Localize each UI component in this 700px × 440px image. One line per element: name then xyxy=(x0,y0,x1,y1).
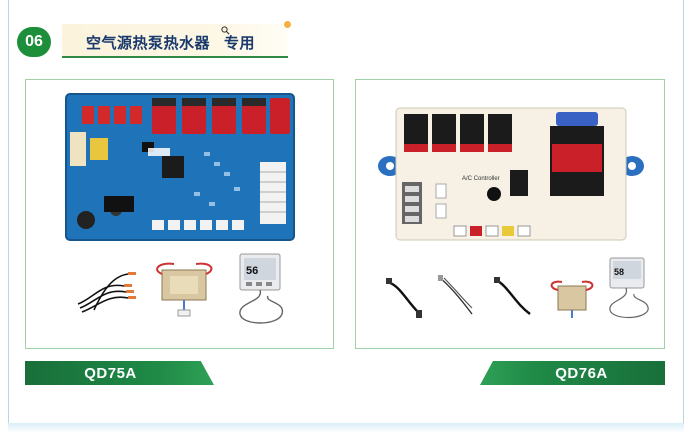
search-icon xyxy=(221,26,230,35)
sensor-cable-icon-2 xyxy=(438,275,473,315)
transformer-icon xyxy=(156,262,213,317)
sensor-cable-icon-3 xyxy=(494,277,531,315)
product-card-qd75a: 56 xyxy=(25,79,334,349)
section-title-suffix: 专用 xyxy=(224,34,256,52)
section-number: 06 xyxy=(25,33,43,50)
model-banner-qd76a: QD76A xyxy=(480,361,665,385)
svg-text:58: 58 xyxy=(614,267,624,277)
section-title-main: 空气源热泵热水器 xyxy=(86,34,211,52)
wire-harness-icon xyxy=(77,272,136,313)
bottom-divider xyxy=(8,423,684,433)
circuit-board-qd76a: A/C Controller xyxy=(378,107,644,241)
model-name: QD75A xyxy=(84,364,137,382)
section-title-box xyxy=(62,24,288,58)
section-title: 空气源热泵热水器专用 xyxy=(86,32,255,53)
section-number-badge: 06 xyxy=(17,27,51,57)
wall-controller-icon: 56 xyxy=(239,253,284,324)
board-label: A/C Controller xyxy=(462,176,500,182)
model-name: QD76A xyxy=(555,364,608,382)
svg-text:56: 56 xyxy=(246,265,258,277)
sensor-cable-icon-1 xyxy=(386,278,422,318)
decorative-dot xyxy=(284,21,291,28)
circuit-board-qd75a xyxy=(65,93,295,241)
model-banner-qd75a: QD75A xyxy=(25,361,214,385)
wall-controller-icon-2: 58 xyxy=(609,257,649,319)
transformer-icon-2 xyxy=(550,280,594,318)
product-card-qd76a: A/C Controller 58 xyxy=(355,79,665,349)
